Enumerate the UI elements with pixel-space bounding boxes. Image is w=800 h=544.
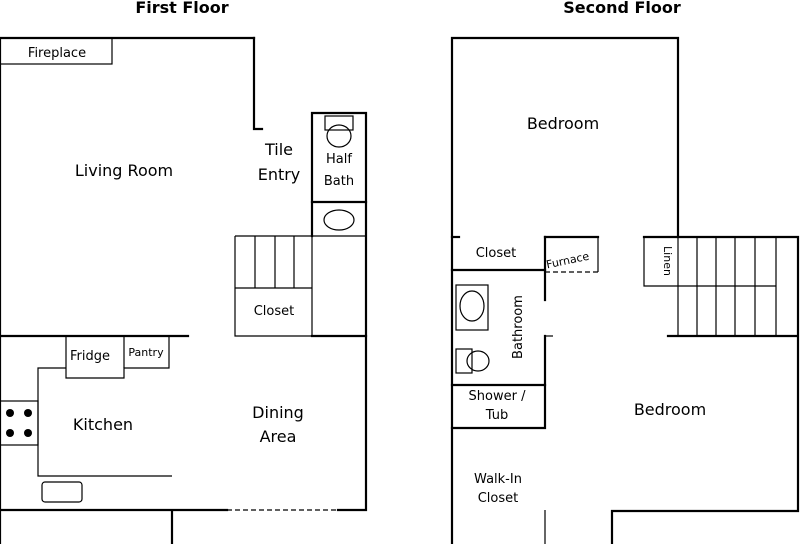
fireplace [0,37,113,65]
half-bath-toilet-bowl [326,124,352,148]
first-floor-closet [234,288,313,337]
walkin-label-2: Closet [478,491,519,506]
stove-burner-icon [6,409,14,417]
first-floor-closet-label: Closet [254,304,295,319]
linen-closet [643,237,678,287]
linen-label: Linen [661,246,674,276]
fireplace-label: Fireplace [28,46,86,61]
kitchen-sink [41,481,83,503]
top-bedroom-label: Bedroom [527,114,599,133]
stove-burner-icon [24,409,32,417]
bathroom-toilet-tank [455,348,473,374]
tile-entry-label-2: Entry [258,165,301,184]
furnace-label: Furnace [545,250,591,272]
bathroom-toilet-bowl [466,350,490,372]
shower-tub [450,383,547,430]
second-floor-title: Second Floor [563,0,681,17]
bottom-bedroom-label: Bedroom [634,400,706,419]
first-floor-plan: First Floor Fireplace Living Room Tile E… [0,0,368,544]
bathroom-sink-counter [455,284,489,331]
fridge-label: Fridge [70,349,110,364]
half-bath-label-1: Half [326,152,352,167]
first-floor-outer-wall [0,36,368,544]
first-floor-stairs [234,235,366,289]
pantry-label: Pantry [128,346,164,359]
bathroom-wall [450,268,547,387]
dining-label-2: Area [260,427,297,446]
stove [0,400,39,446]
shower-label-1: Shower / [469,389,527,404]
bathroom-sink [459,290,485,322]
second-floor-closet-label: Closet [476,246,517,261]
walkin-label-1: Walk-In [474,472,522,487]
kitchen-label: Kitchen [73,415,133,434]
dining-label-1: Dining [252,403,304,422]
bathroom-label: Bathroom [511,295,526,359]
second-floor-outer-wall [450,36,800,544]
first-floor-title: First Floor [135,0,228,17]
second-floor-plan: Second Floor Bedroom Closet Furnace Line… [450,0,800,544]
shower-label-2: Tub [485,408,508,423]
tile-entry-label-1: Tile [264,140,293,159]
second-floor-stairs [677,237,777,336]
living-room-label: Living Room [75,161,173,180]
living-room-right-wall [252,36,264,131]
stove-burner-icon [6,429,14,437]
half-bath-toilet-tank [324,115,354,131]
stove-burner-icon [24,429,32,437]
half-bath-sink [323,209,355,231]
half-bath-label-2: Bath [324,174,354,189]
